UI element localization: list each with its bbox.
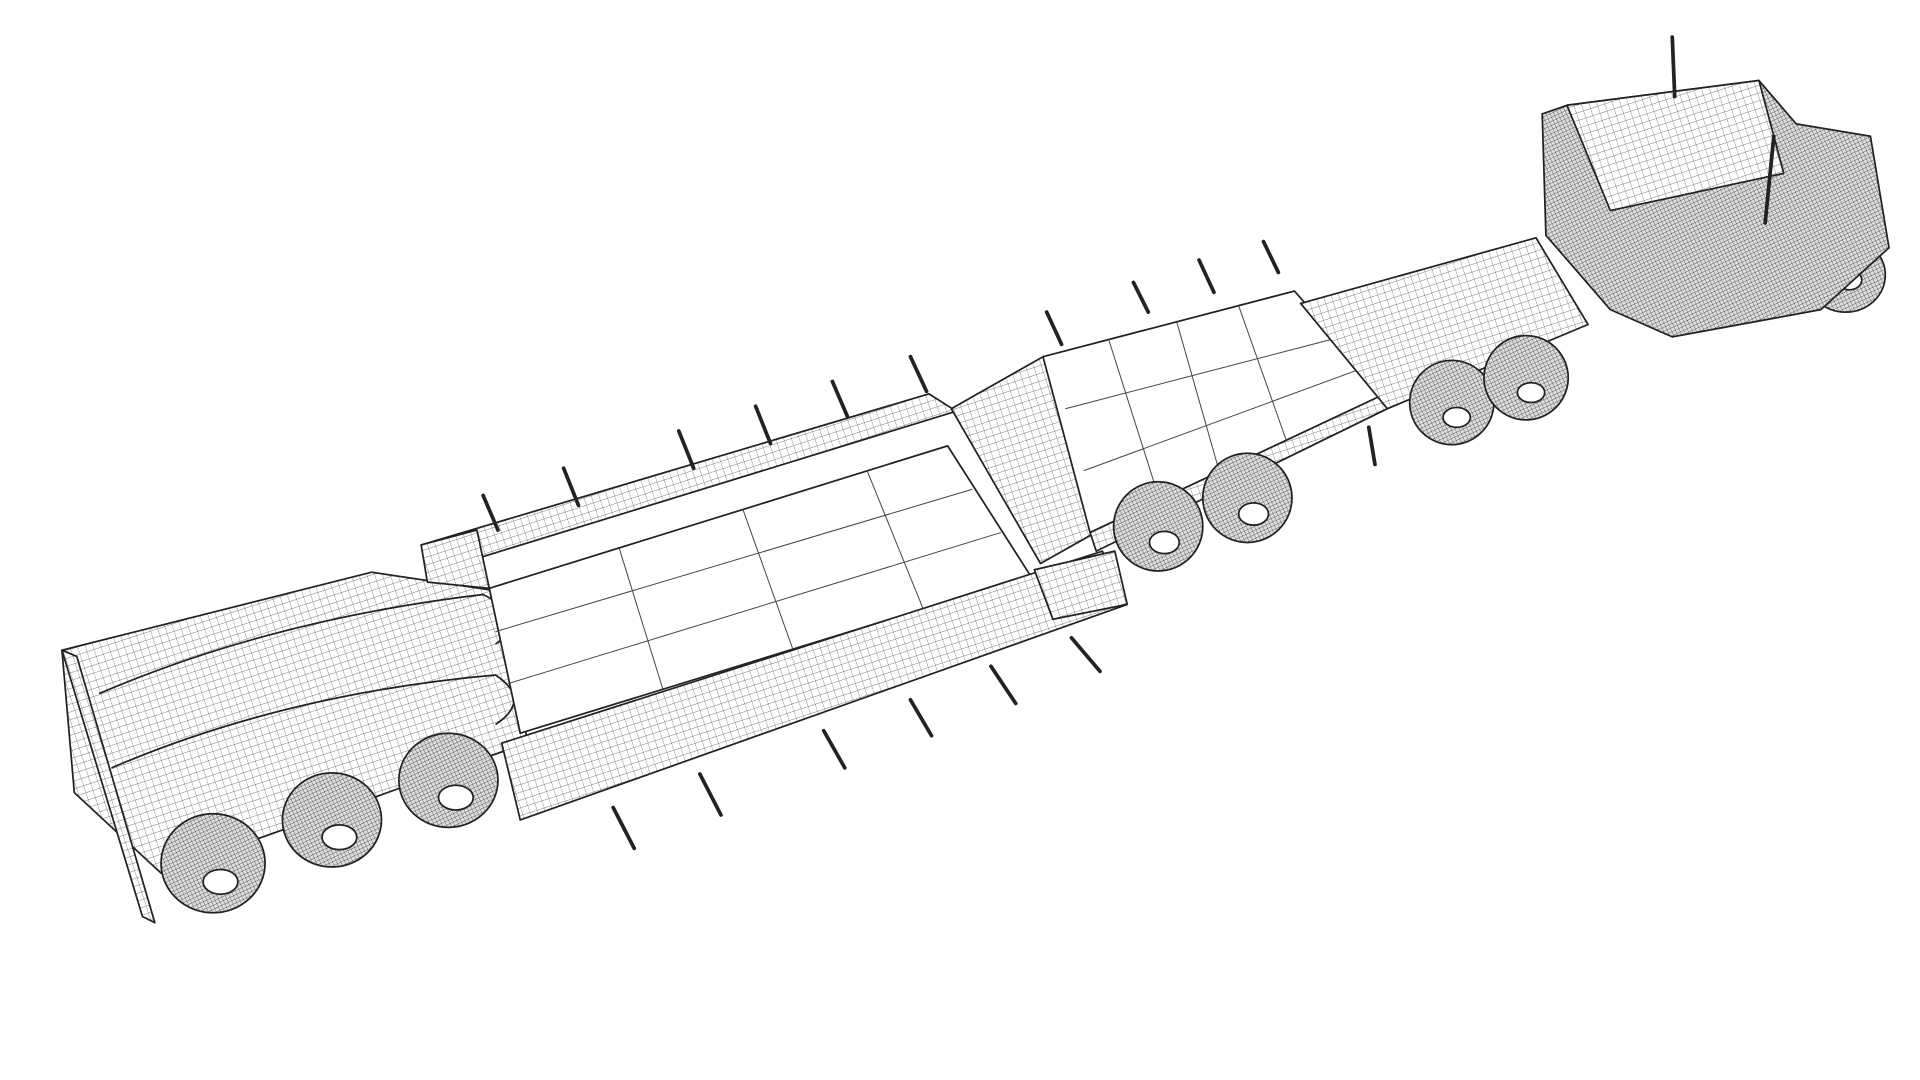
tractor-cab	[1541, 35, 1890, 338]
rear-wheels	[160, 732, 499, 914]
gooseneck	[1299, 236, 1589, 467]
middle-wheels	[1112, 452, 1293, 572]
main-deck	[420, 392, 1129, 821]
side-stakes	[481, 239, 1281, 851]
